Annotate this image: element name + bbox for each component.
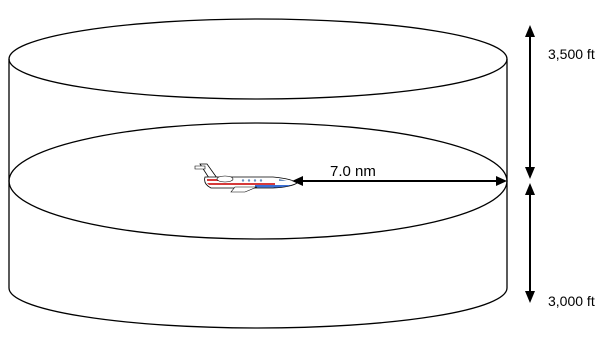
- cylinder-bottom-arc: [8, 287, 508, 329]
- lower-height-arrow: [525, 183, 535, 303]
- business-jet-icon: [194, 163, 298, 193]
- lower-height-label: 3,000 ft: [548, 293, 595, 309]
- upper-height-arrow: [525, 25, 535, 179]
- cylinder: [8, 18, 508, 329]
- upper-height-label: 3,500 ft: [548, 46, 595, 62]
- cylinder-top-ellipse: [8, 18, 508, 100]
- radius-arrow: [292, 176, 507, 186]
- radius-label: 7.0 nm: [330, 163, 376, 180]
